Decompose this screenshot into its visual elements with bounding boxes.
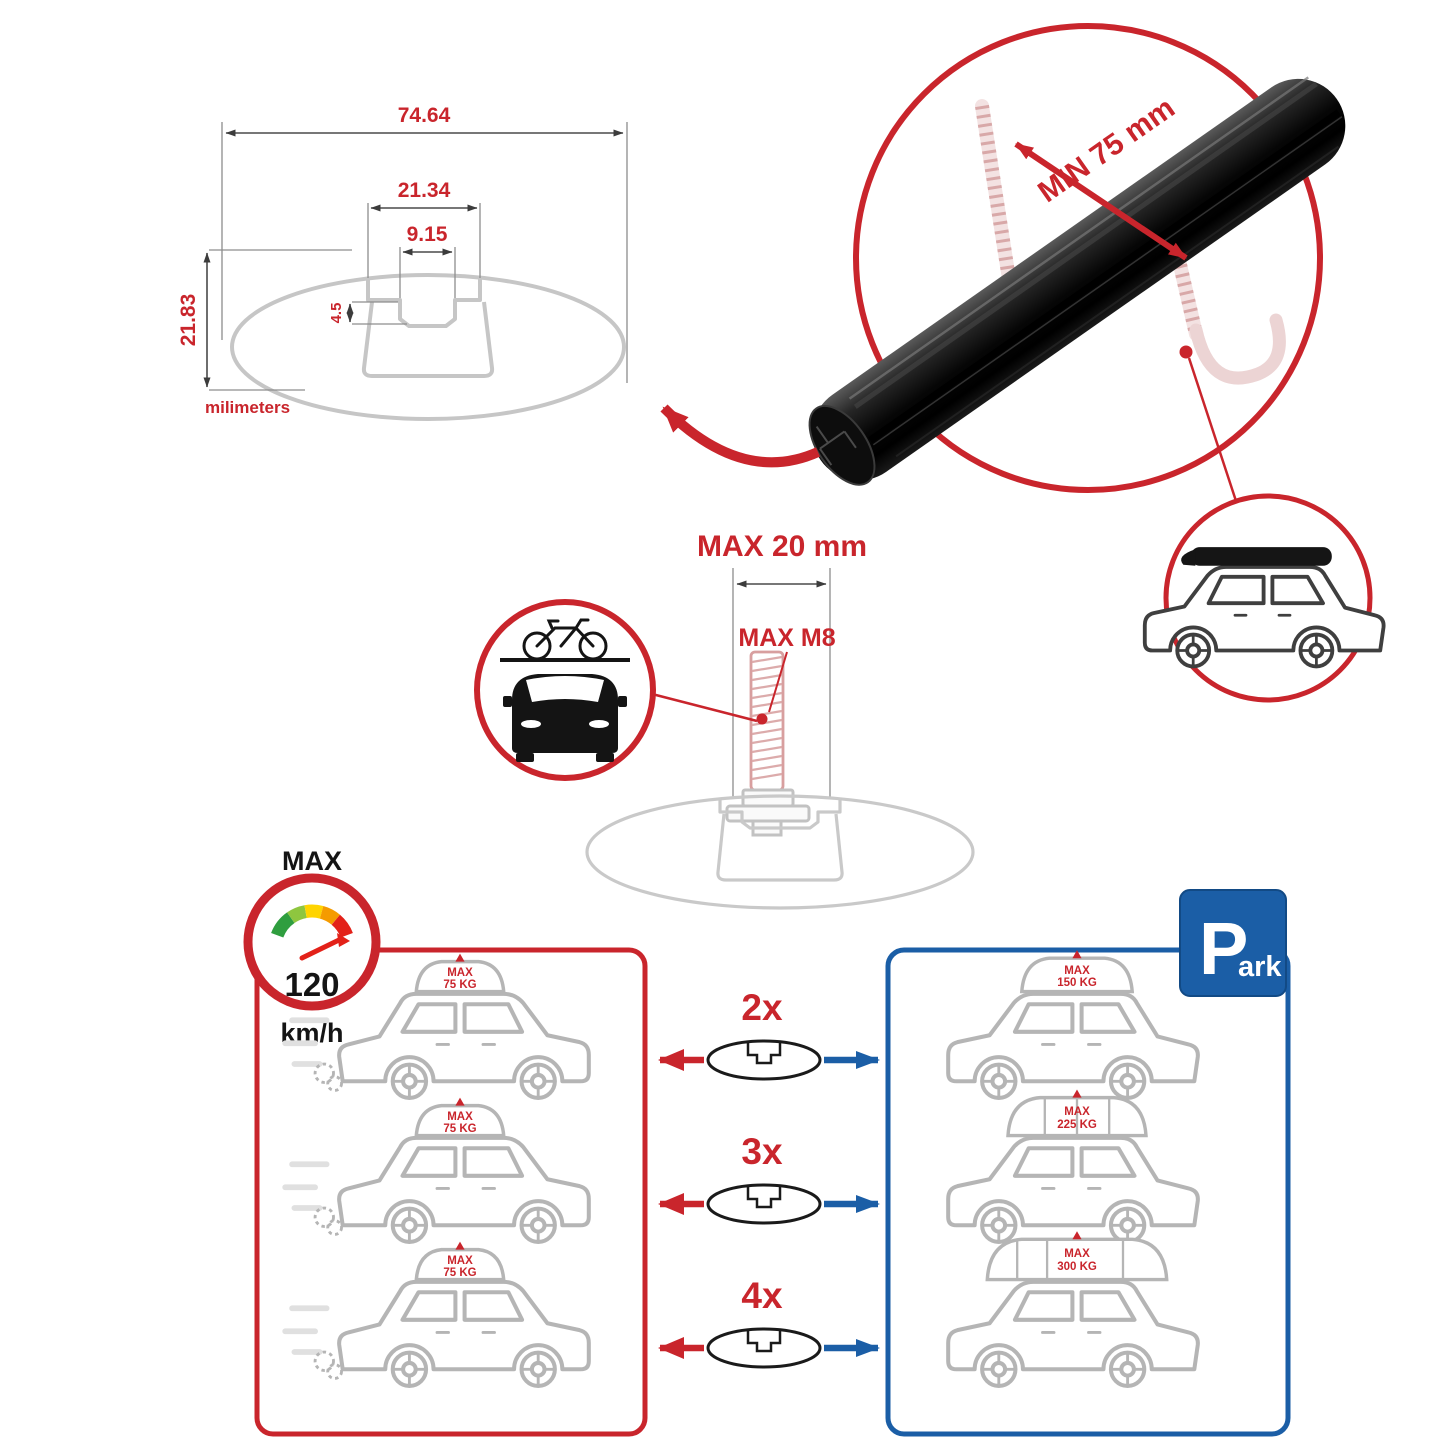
right-car-2: MAX 225 KG: [948, 1089, 1198, 1242]
left-capacity-cars: MAX 75 KG MAX 75 KG: [282, 953, 589, 1386]
right-car-1-max: MAX: [1064, 965, 1090, 977]
gauge-circle: [243, 873, 381, 1011]
right-car-2-kg: 225 KG: [1057, 1119, 1097, 1131]
crossbar-section-icon: [706, 1327, 822, 1369]
left-car-3-kg: 75 KG: [443, 1267, 476, 1279]
bolt-callout-line-2: [651, 692, 758, 723]
right-capacity-cars: MAX 150 KG MAX 225 KG MAX 300 KG: [948, 950, 1198, 1386]
clamp-callout-line: [1187, 357, 1238, 502]
crossbar-section-icon: [706, 1183, 822, 1225]
bolt-callout-line-1: [768, 651, 788, 713]
right-car-1-kg: 150 KG: [1057, 977, 1097, 989]
crossbar-section-icon: [706, 1039, 822, 1081]
dimension-height-total: 21.83: [177, 294, 200, 347]
units-label: milimeters: [205, 398, 290, 417]
car-front-icon: [503, 674, 627, 762]
left-car-3-max: MAX: [447, 1255, 473, 1267]
bike-car-circle: [474, 599, 656, 781]
bolt-length-label: MAX 20 mm: [697, 530, 867, 563]
dimension-width-slot: 9.15: [407, 223, 448, 246]
multiplier-4x: 4x: [741, 1275, 783, 1316]
multiplier-2x: 2x: [741, 987, 783, 1028]
left-car-1-kg: 75 KG: [443, 979, 476, 991]
speed-max-label: MAX: [282, 846, 342, 876]
bolt-ghost: [725, 650, 811, 837]
crossbar-cross-section-outline: [230, 273, 626, 421]
cross-section-drawing: 74.64 21.34 9.15 4.5 21.83 milimeters: [177, 104, 628, 421]
detail-zoom-circle: [853, 23, 1323, 493]
speed-value: 120: [284, 966, 339, 1003]
bolt-spec: MAX 20 mm MAX M8: [585, 530, 975, 910]
zoom-arrow-to-drawing: [660, 404, 821, 468]
park-sign: P ark: [1179, 889, 1287, 997]
right-car-3: MAX 300 KG: [948, 1231, 1198, 1386]
count-row-4x: 4x: [658, 1275, 880, 1369]
left-car-3: MAX 75 KG: [282, 1241, 589, 1386]
left-car-1: MAX 75 KG: [282, 953, 589, 1098]
park-sign-p: P: [1199, 907, 1248, 990]
crossbar-body-profile: [361, 301, 495, 378]
gauge-arcs: [271, 904, 353, 938]
count-row-2x: 2x: [658, 987, 880, 1081]
left-car-2: MAX 75 KG: [282, 1097, 589, 1242]
count-row-3x: 3x: [658, 1131, 880, 1225]
roof-box: [1191, 547, 1332, 566]
dimension-width-total: 74.64: [398, 104, 451, 127]
left-car-2-kg: 75 KG: [443, 1123, 476, 1135]
left-car-2-max: MAX: [447, 1111, 473, 1123]
right-car-3-max: MAX: [1064, 1248, 1090, 1260]
bolt-callout-dot: [756, 713, 768, 725]
crossbar-count-rows: 2x 3x 4x: [658, 987, 880, 1369]
park-sign-square: [1179, 889, 1287, 997]
dimension-depth-step: 4.5: [328, 303, 345, 324]
multiplier-3x: 3x: [741, 1131, 783, 1172]
right-car-2-max: MAX: [1064, 1106, 1090, 1118]
left-car-1-max: MAX: [447, 967, 473, 979]
gauge-needle: [299, 937, 342, 961]
park-sign-ark: ark: [1238, 951, 1282, 983]
black-crossbar: [808, 76, 1346, 486]
crossbar-detail: MIN 75 mm: [660, 23, 1346, 502]
clamp-callout-dot: [1179, 345, 1193, 359]
bolt-thread-label: MAX M8: [738, 624, 835, 652]
right-car-3-kg: 300 KG: [1057, 1261, 1097, 1273]
bar-section-ghost: [585, 794, 975, 910]
suv-roofbox-circle: [1142, 493, 1386, 703]
crossbar-channel-profile: [366, 278, 482, 328]
min-clearance-arrow: [1014, 141, 1188, 261]
right-car-1: MAX 150 KG: [948, 950, 1198, 1098]
dimension-width-channel: 21.34: [398, 179, 451, 202]
